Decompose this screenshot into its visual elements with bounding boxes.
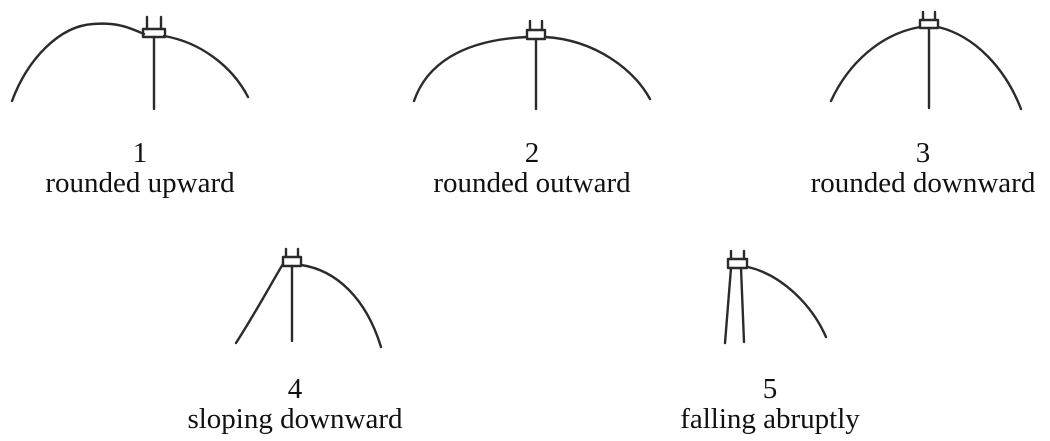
shape-1-rounded-upward [10, 15, 250, 111]
caption-3-number: 3 [915, 137, 931, 169]
shape-1-left-arc [10, 22, 146, 103]
caption-4: 4 sloping downward [150, 374, 440, 434]
shape-4-sloping-downward [234, 247, 383, 349]
caption-4-number: 4 [287, 373, 303, 405]
shape-2-right-arc [543, 35, 652, 101]
shape-4-right-arc [299, 263, 383, 349]
caption-2-text: rounded outward [433, 167, 631, 199]
caption-5: 5 falling abruptly [640, 374, 900, 434]
caption-1-text: rounded upward [45, 167, 235, 199]
shape-3-right-arc [936, 25, 1023, 111]
shape-5-right-stem [739, 266, 746, 344]
caption-5-text: falling abruptly [680, 403, 860, 435]
shape-5-right-arc [746, 265, 828, 339]
shape-1-right-arc [162, 34, 250, 99]
caption-4-text: sloping downward [187, 403, 403, 435]
shape-4-left-slope [234, 262, 285, 345]
caption-3-text: rounded downward [810, 167, 1036, 199]
shape-4-stake-cap [281, 255, 303, 268]
shape-5-falling-abruptly [723, 249, 828, 345]
caption-5-number: 5 [762, 373, 778, 405]
shape-3-rounded-downward [829, 10, 1023, 111]
caption-1-number: 1 [132, 137, 148, 169]
caption-2: 2 rounded outward [402, 138, 662, 198]
shape-5-left-stem [723, 266, 733, 345]
shape-5-stake-cap [726, 257, 749, 270]
shape-2-left-arc [412, 35, 529, 103]
shape-2-rounded-outward [412, 19, 652, 111]
caption-1: 1 rounded upward [20, 138, 260, 198]
shape-3-left-arc [829, 25, 922, 103]
caption-2-number: 2 [524, 137, 540, 169]
caption-3: 3 rounded downward [796, 138, 1050, 198]
shape-2-stake-cap [525, 28, 547, 41]
